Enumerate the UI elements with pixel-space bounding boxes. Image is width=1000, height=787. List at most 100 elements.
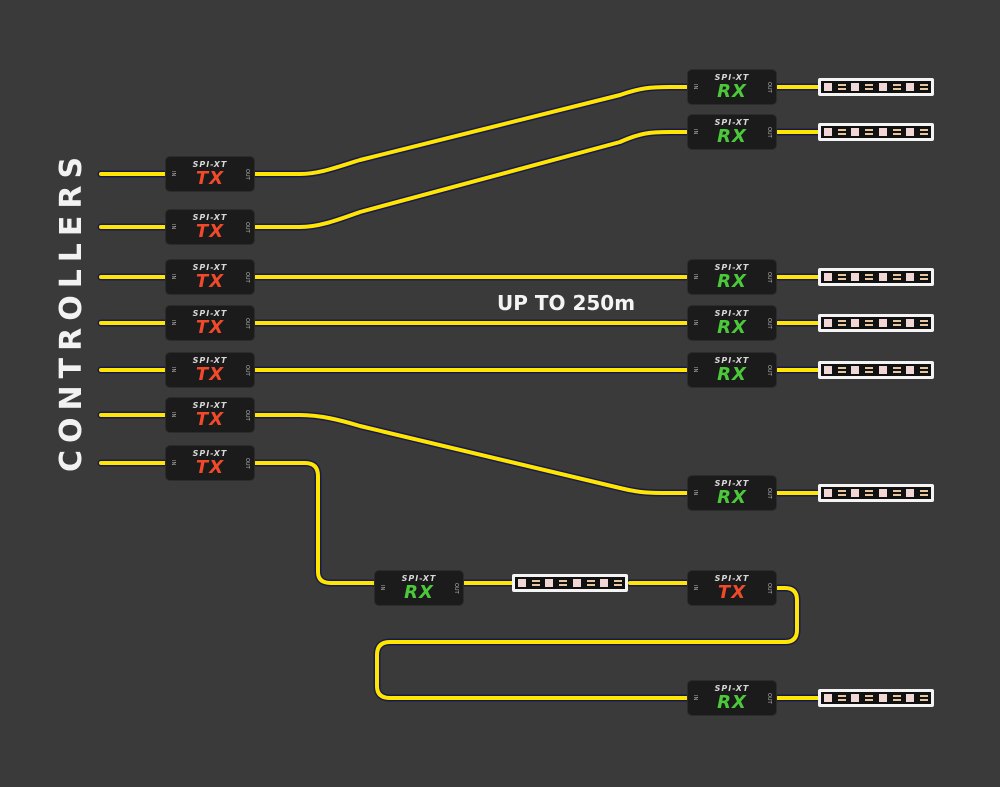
port-in-label: IN: [692, 84, 698, 90]
led-chip-icon: [878, 273, 887, 281]
resistor-icon: [920, 695, 929, 701]
cable-cores: [99, 85, 820, 700]
resistor-icon: [865, 367, 874, 373]
resistor-icon: [837, 274, 846, 280]
led-chip-icon: [906, 273, 915, 281]
led-strip: [818, 484, 934, 502]
led-chip-icon: [878, 83, 887, 91]
rx-label: RX: [717, 81, 747, 102]
led-chip-icon: [823, 694, 832, 702]
rx-label: RX: [717, 317, 747, 338]
led-chip-icon: [545, 579, 554, 587]
led-chip-icon: [600, 579, 609, 587]
led-chip-icon: [823, 273, 832, 281]
resistor-icon: [837, 367, 846, 373]
port-in-label: IN: [170, 412, 176, 418]
tx-label: TX: [195, 457, 225, 478]
led-chip-icon: [906, 83, 915, 91]
cable-link-7: [253, 461, 377, 585]
distance-label: UP TO 250m: [497, 291, 636, 315]
brand-logo: SPI-XT: [714, 684, 750, 693]
led-chip-icon: [878, 489, 887, 497]
resistor-icon: [892, 274, 901, 280]
resistor-icon: [892, 367, 901, 373]
brand-logo: SPI-XT: [714, 479, 750, 488]
port-out-label: OUT: [766, 487, 772, 499]
tx-label: TX: [195, 409, 225, 430]
resistor-icon: [920, 320, 929, 326]
resistor-icon: [920, 367, 929, 373]
led-chip-icon: [823, 366, 832, 374]
resistor-icon: [892, 320, 901, 326]
port-out-label: OUT: [766, 81, 772, 93]
cable-link-8: [375, 586, 799, 700]
brand-logo: SPI-XT: [714, 73, 750, 82]
brand-logo: SPI-XT: [714, 356, 750, 365]
resistor-icon: [865, 84, 874, 90]
led-chip-icon: [906, 694, 915, 702]
tx-label: TX: [717, 582, 747, 603]
led-chip-icon: [572, 579, 581, 587]
led-chip-icon: [851, 273, 860, 281]
tx-label: TX: [195, 168, 225, 189]
resistor-icon: [865, 129, 874, 135]
led-chip-icon: [851, 83, 860, 91]
led-strip: [818, 123, 934, 141]
led-chip-icon: [906, 366, 915, 374]
resistor-icon: [837, 129, 846, 135]
port-out-label: OUT: [766, 271, 772, 283]
resistor-icon: [920, 274, 929, 280]
resistor-icon: [837, 695, 846, 701]
tx-label: TX: [195, 317, 225, 338]
led-strip: [818, 361, 934, 379]
resistor-icon: [865, 274, 874, 280]
brand-logo: SPI-XT: [192, 356, 228, 365]
port-in-label: IN: [170, 320, 176, 326]
brand-logo: SPI-XT: [192, 160, 228, 169]
led-chip-icon: [851, 128, 860, 136]
brand-logo: SPI-XT: [192, 213, 228, 222]
port-out-label: OUT: [766, 126, 772, 138]
port-in-label: IN: [170, 460, 176, 466]
controllers-label-wrap: CONTROLLERS: [30, 0, 110, 787]
led-chip-icon: [878, 366, 887, 374]
resistor-icon: [586, 580, 595, 586]
brand-logo: SPI-XT: [714, 263, 750, 272]
port-in-label: IN: [692, 367, 698, 373]
led-strip: [818, 314, 934, 332]
cable-link-6: [253, 413, 690, 495]
cable-link-1: [253, 85, 690, 176]
rx-label: RX: [717, 271, 747, 292]
rx-label: RX: [717, 126, 747, 147]
led-strip: [512, 574, 628, 592]
rx-label: RX: [404, 582, 434, 603]
port-out-label: OUT: [766, 317, 772, 329]
port-out-label: OUT: [244, 271, 250, 283]
brand-logo: SPI-XT: [401, 574, 437, 583]
resistor-icon: [920, 490, 929, 496]
port-out-label: OUT: [244, 317, 250, 329]
port-out-label: OUT: [244, 168, 250, 180]
port-in-label: IN: [692, 274, 698, 280]
led-chip-icon: [517, 579, 526, 587]
port-in-label: IN: [170, 274, 176, 280]
resistor-icon: [837, 320, 846, 326]
rx-label: RX: [717, 364, 747, 385]
port-in-label: IN: [379, 585, 385, 591]
led-chip-icon: [851, 489, 860, 497]
led-strip: [818, 689, 934, 707]
port-out-label: OUT: [244, 364, 250, 376]
